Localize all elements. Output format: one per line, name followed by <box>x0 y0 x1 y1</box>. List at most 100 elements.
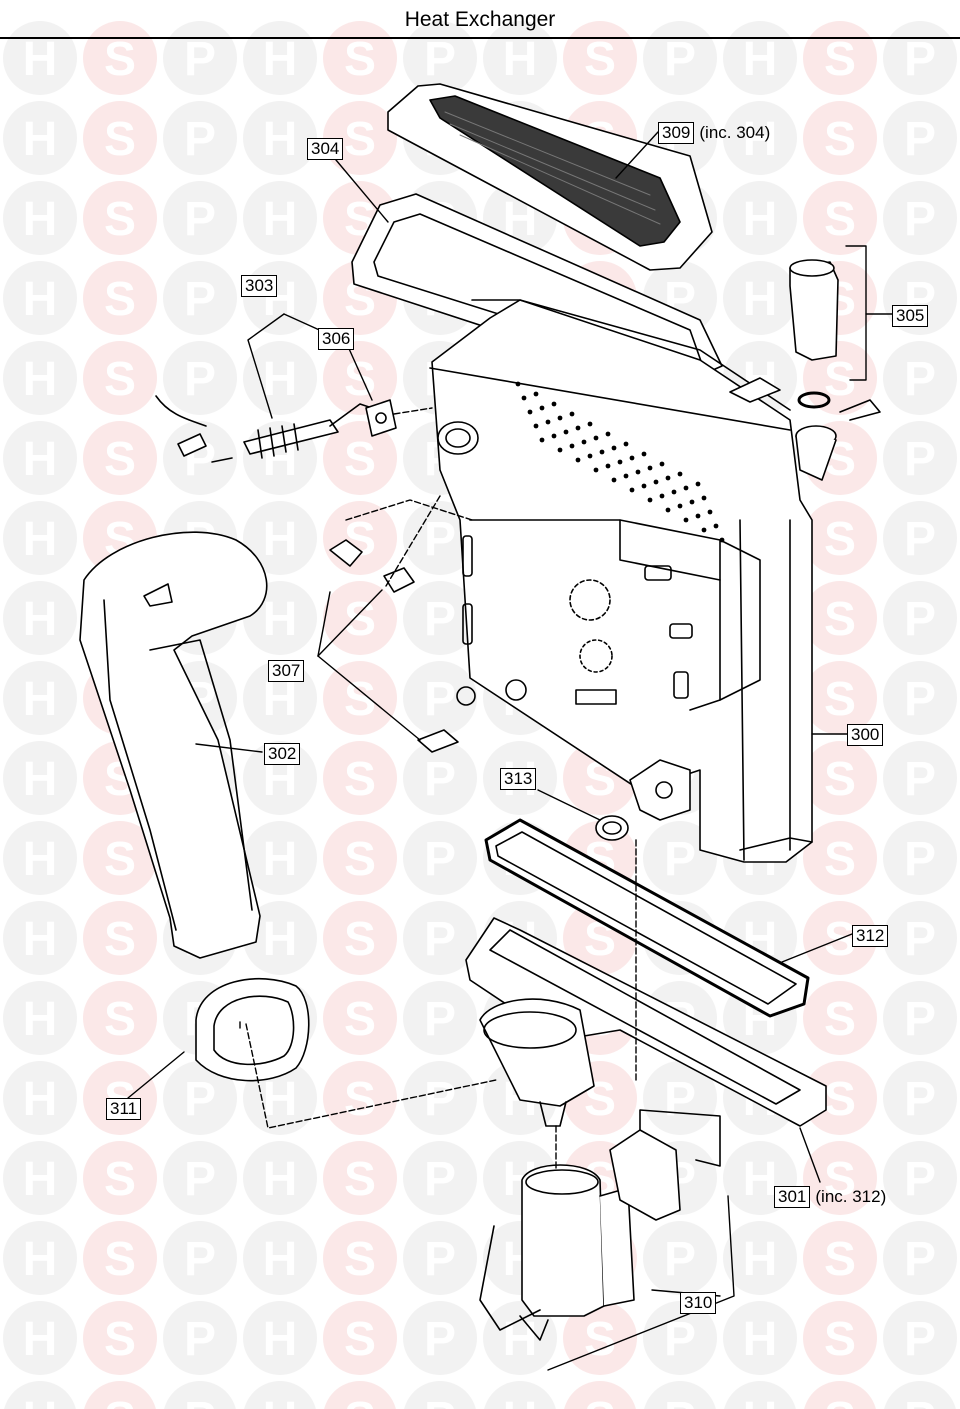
watermark-circle <box>3 101 77 175</box>
watermark-circle <box>883 901 957 975</box>
watermark-letter: P <box>904 593 936 646</box>
matrix-hole <box>701 495 707 501</box>
watermark-letter: P <box>904 673 936 726</box>
matrix-hole <box>593 467 599 473</box>
callout-305[interactable]: 305 <box>892 305 929 327</box>
watermark-circle <box>323 581 397 655</box>
watermark-letter: S <box>344 113 376 166</box>
callout-311[interactable]: 311 <box>106 1098 142 1120</box>
matrix-hole <box>707 509 713 515</box>
watermark-letter: H <box>743 1393 778 1409</box>
watermark-letter: S <box>104 1233 136 1286</box>
matrix-hole <box>719 537 725 543</box>
callout-306[interactable]: 306 <box>318 328 355 350</box>
part-302-hood <box>79 531 268 959</box>
matrix-hole <box>653 479 659 485</box>
watermark-letter: P <box>904 1153 936 1206</box>
matrix-hole <box>563 429 569 435</box>
watermark-circle <box>163 261 237 335</box>
part-300-heat-exchanger-body <box>429 299 837 863</box>
callout-303[interactable]: 303 <box>241 275 278 297</box>
callout-310[interactable]: 310 <box>680 1292 717 1314</box>
watermark-letter: P <box>904 193 936 246</box>
watermark-circle <box>323 21 397 95</box>
matrix-hole <box>587 421 593 427</box>
watermark-circle <box>243 21 317 95</box>
watermark-letter: P <box>184 1153 216 1206</box>
matrix-hole <box>665 475 671 481</box>
matrix-hole <box>623 473 629 479</box>
watermark-letter: S <box>824 833 856 886</box>
watermark-circle <box>324 1381 396 1409</box>
watermark-circle <box>403 501 477 575</box>
watermark-letter: H <box>23 513 58 566</box>
callout-307[interactable]: 307 <box>268 660 305 682</box>
matrix-hole <box>695 481 701 487</box>
matrix-hole <box>647 497 653 503</box>
watermark-letter: S <box>584 1313 616 1366</box>
matrix-hole <box>551 401 557 407</box>
watermark-letter: S <box>824 753 856 806</box>
watermark-letter: H <box>23 913 58 966</box>
watermark-letter: P <box>904 913 936 966</box>
watermark-letter: S <box>824 33 856 86</box>
matrix-hole <box>593 435 599 441</box>
watermark-letter: H <box>743 1233 778 1286</box>
watermark-circle <box>163 1221 237 1295</box>
watermark-circle <box>3 181 77 255</box>
watermark-letter: H <box>263 1073 298 1126</box>
watermark-circle <box>323 821 397 895</box>
watermark-letter: P <box>424 1233 456 1286</box>
callout-304[interactable]: 304 <box>307 138 344 160</box>
matrix-hole <box>695 513 701 519</box>
watermark-letter: P <box>424 833 456 886</box>
watermark-letter: H <box>743 113 778 166</box>
watermark-letter: P <box>424 913 456 966</box>
watermark-circle <box>323 661 397 735</box>
watermark-letter: H <box>23 753 58 806</box>
matrix-hole <box>575 425 581 431</box>
callout-313[interactable]: 313 <box>500 768 537 790</box>
matrix-hole <box>635 469 641 475</box>
watermark-letter: P <box>904 753 936 806</box>
title-divider <box>0 37 960 39</box>
watermark-letter: H <box>503 33 538 86</box>
watermark-circle <box>83 261 157 335</box>
callout-309[interactable]: 309(inc. 304) <box>658 122 770 144</box>
watermark-letter: H <box>743 273 778 326</box>
watermark-circle <box>3 581 77 655</box>
watermark-circle <box>723 21 797 95</box>
callout-302[interactable]: 302 <box>264 743 301 765</box>
watermark-circle <box>643 821 717 895</box>
part-310-siphon <box>479 1109 721 1341</box>
watermark-circle <box>3 421 77 495</box>
watermark-circle <box>483 1301 557 1375</box>
watermark-circle <box>403 581 477 655</box>
part-number: 309 <box>658 122 695 144</box>
watermark-letter: H <box>23 33 58 86</box>
watermark-circle <box>403 1221 477 1295</box>
watermark-letter: H <box>263 833 298 886</box>
callout-312[interactable]: 312 <box>852 925 889 947</box>
matrix-hole <box>671 489 677 495</box>
matrix-hole <box>677 503 683 509</box>
matrix-hole <box>533 391 539 397</box>
page-title: Heat Exchanger <box>404 8 556 31</box>
watermark-circle <box>723 261 797 335</box>
watermark-circle <box>163 1301 237 1375</box>
watermark-letter: P <box>184 33 216 86</box>
callout-301[interactable]: 301(inc. 312) <box>774 1186 886 1208</box>
watermark-circle <box>803 581 877 655</box>
matrix-hole <box>665 507 671 513</box>
watermark-circle <box>243 1301 317 1375</box>
part-note: (inc. 312) <box>815 1187 887 1206</box>
callout-300[interactable]: 300 <box>847 724 884 746</box>
watermark-letter: H <box>23 113 58 166</box>
watermark-circle <box>883 181 957 255</box>
watermark-circle <box>803 341 877 415</box>
watermark-letter: S <box>344 913 376 966</box>
watermark-circle <box>803 661 877 735</box>
watermark-circle <box>643 1301 717 1375</box>
watermark-circle <box>803 501 877 575</box>
watermark-letter: H <box>743 1153 778 1206</box>
